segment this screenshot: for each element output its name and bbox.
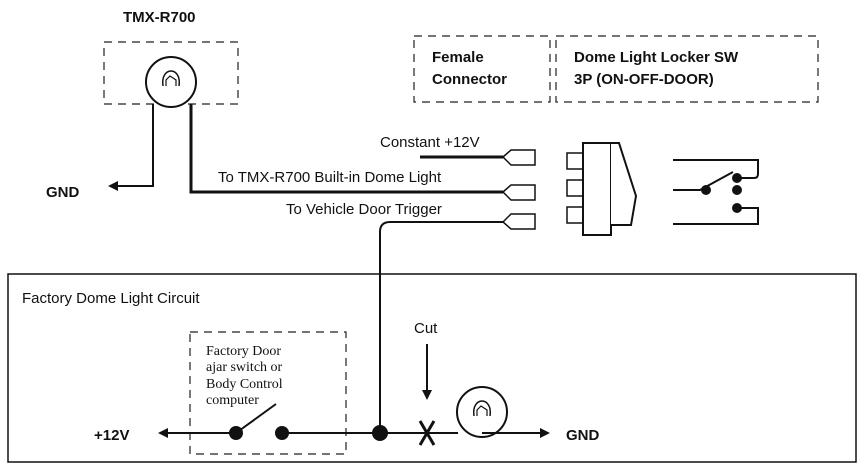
cut-x-icon	[418, 420, 436, 446]
female-connector-line1: Female	[432, 49, 484, 66]
connector-terminal-2	[501, 184, 536, 201]
rocker-switch-icon	[566, 142, 638, 236]
factory-switch-line1: Factory Door	[206, 344, 281, 359]
gnd-left-label: GND	[46, 184, 80, 201]
connector-terminal-1	[501, 149, 536, 166]
cut-label: Cut	[414, 320, 438, 337]
door-trigger-label: To Vehicle Door Trigger	[286, 201, 442, 218]
factory-switch-line4: computer	[206, 393, 259, 408]
factory-switch-box	[189, 331, 347, 455]
constant-12v-label: Constant +12V	[380, 134, 480, 151]
switch-schematic-icon	[673, 159, 759, 225]
gnd-lead-wire	[108, 104, 154, 191]
junction-dot	[372, 425, 388, 441]
switch-title-line2: 3P (ON-OFF-DOOR)	[574, 71, 714, 88]
factory-bulb-icon	[456, 386, 508, 438]
factory-circuit-label: Factory Dome Light Circuit	[22, 290, 200, 307]
connector-terminal-3	[501, 213, 536, 230]
factory-circuit-box	[7, 273, 857, 463]
factory-switch-line3: Body Control	[206, 377, 283, 392]
device-title: TMX-R700	[123, 9, 196, 26]
device-bulb-icon	[145, 56, 197, 108]
builtin-dome-light-label: To TMX-R700 Built-in Dome Light	[218, 169, 442, 186]
gnd-right-label: GND	[566, 427, 600, 444]
factory-switch-line2: ajar switch or	[206, 360, 283, 375]
plus12-label: +12V	[94, 427, 129, 444]
switch-title-box	[555, 35, 819, 103]
switch-title-line1: Dome Light Locker SW	[574, 49, 739, 66]
female-connector-box	[413, 35, 551, 103]
female-connector-line2: Connector	[432, 71, 507, 88]
factory-switch-blade	[235, 403, 277, 434]
door-trigger-wire	[379, 221, 503, 433]
builtin-lead-wire	[189, 104, 503, 194]
